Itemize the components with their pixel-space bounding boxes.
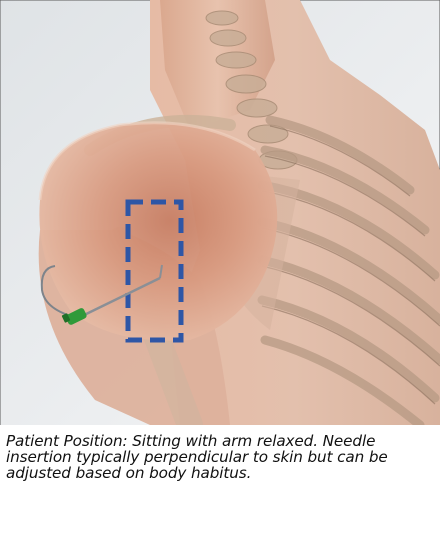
caption-line-2: insertion typically perpendicular to ski…: [6, 449, 440, 465]
caption-text: Patient Position: Sitting with arm relax…: [6, 433, 440, 481]
caption-line-3: adjusted based on body habitus.: [6, 465, 440, 481]
caption-line-1: Patient Position: Sitting with arm relax…: [6, 433, 440, 449]
